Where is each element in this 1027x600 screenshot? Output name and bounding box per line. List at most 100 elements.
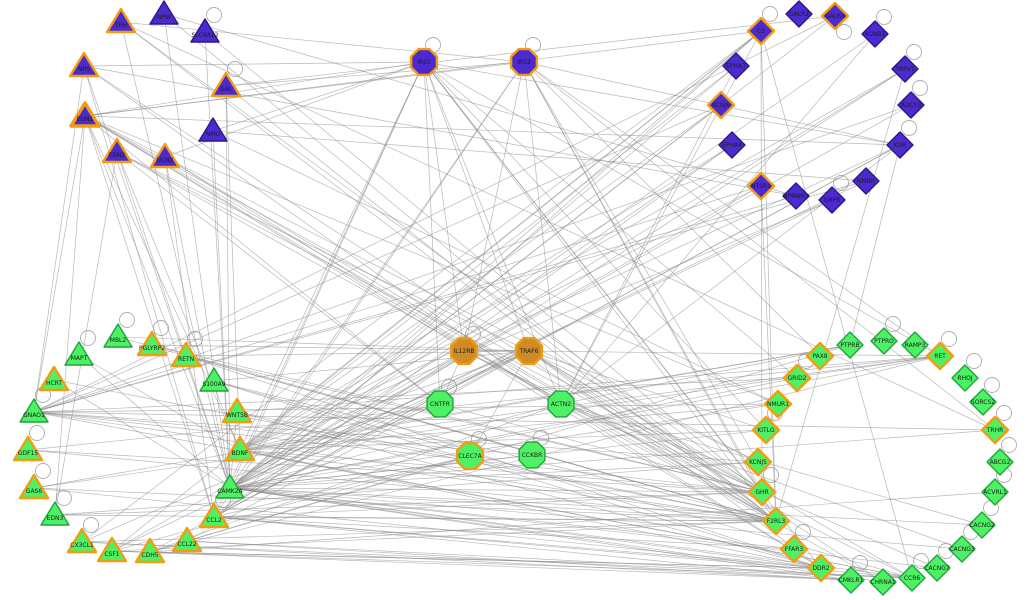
edge-NMU-NMUR1 (212, 130, 779, 405)
edge-TRPV1-F2RL3 (775, 68, 906, 522)
edge-EDN1-GNAO1 (33, 115, 86, 413)
edge-BDNF-NMUR1 (239, 403, 779, 451)
node-CCKBR[interactable]: CCKBR (518, 441, 546, 469)
edge-GDF15-GHR (27, 449, 763, 493)
node-CNTFR[interactable]: CNTFR (426, 390, 454, 418)
self-loop-PGLYRP2 (153, 320, 169, 336)
node-NPBWR1[interactable]: NPBWR1 (782, 182, 810, 210)
octagon-node-shape (455, 441, 485, 471)
edge-IRS1-IL12RB (423, 61, 465, 352)
edge-CDH5-PTPRB (149, 344, 851, 553)
diamond-node-shape (751, 415, 781, 445)
node-EDN2[interactable]: EDN2 (101, 137, 133, 164)
diamond-node-shape (836, 331, 864, 359)
self-loop-SLC6A12 (206, 7, 222, 23)
node-CCL22[interactable]: CCL22 (171, 526, 203, 553)
self-loop-MAPT (80, 330, 96, 346)
edge-ACTN2-CACNG3 (560, 403, 963, 550)
diamond-node-shape (782, 363, 812, 393)
edge-HCRT-F2RL3 (53, 379, 777, 522)
triangle-node-shape (198, 502, 230, 529)
node-TRH[interactable]: TRH (105, 7, 137, 34)
triangle-node-shape (210, 71, 242, 98)
diamond-node-shape (923, 554, 951, 582)
edge-CAMK2A-KCNJ5 (229, 461, 759, 489)
edge-TRAF6-KITLG (528, 350, 767, 431)
edge-BDNF-DDR2 (239, 449, 822, 569)
self-loop-CCR6 (913, 553, 929, 569)
edge-IRS1-CNTFR (423, 61, 441, 405)
edge-CAMK2A-TRHR (229, 429, 996, 489)
octagon-node-shape (518, 441, 546, 469)
self-loop-GALR3 (836, 24, 852, 40)
node-CDH5[interactable]: CDH5 (134, 537, 166, 564)
diamond-node-shape (968, 511, 996, 539)
edge-TRAF6-CHRNA1 (528, 350, 884, 583)
self-loop-KCNB1 (876, 9, 892, 25)
node-IL12RB[interactable]: IL12RB (449, 336, 479, 366)
edge-CCKBR-GNAO1 (33, 411, 533, 456)
triangle-node-shape (149, 0, 179, 25)
diamond-node-shape (706, 90, 736, 120)
octagon-node-shape (509, 47, 539, 77)
edge-IRS2-F2RL3 (523, 61, 777, 522)
edge-TRH-F2RL3 (120, 21, 777, 522)
node-UCN2[interactable]: UCN2 (149, 142, 181, 169)
edge-EDN1-CCL2 (84, 115, 215, 518)
edge-EDN2-CNTFR (116, 151, 441, 405)
edge-CAMK2A-CHRNA1 (229, 487, 884, 583)
edge-CCL2-CCR6 (213, 516, 913, 579)
diamond-node-shape (782, 182, 810, 210)
edge-EDN1-KCNJ5 (84, 115, 759, 463)
self-loop-GDF15 (29, 425, 45, 441)
node-EPHA4[interactable]: EPHA4 (718, 131, 746, 159)
diamond-node-shape (785, 0, 813, 28)
node-NPW[interactable]: NPW (149, 0, 179, 25)
node-IRS2[interactable]: IRS2 (509, 47, 539, 77)
edge-GNAO1-TRHR (33, 411, 996, 431)
node-GALR3[interactable]: GALR3 (820, 1, 850, 31)
edge-MAPT-CAMK2A (78, 354, 231, 489)
self-loop-SORCS2 (984, 377, 1000, 393)
edge-MAPT-BDNF (78, 354, 241, 451)
node-RAMP3[interactable]: RAMP3 (901, 331, 929, 359)
edge-EDN2-GHR (116, 151, 763, 493)
node-NMBR[interactable]: NMBR (852, 167, 880, 195)
node-TRAF6[interactable]: TRAF6 (514, 336, 544, 366)
diamond-node-shape (779, 534, 809, 564)
node-GALR2[interactable]: GALR2 (785, 0, 813, 28)
node-KCNJ6[interactable]: KCNJ6 (706, 90, 736, 120)
edge-TRH-GHR (120, 21, 763, 493)
diamond-node-shape (820, 1, 850, 31)
node-NMU[interactable]: NMU (198, 117, 228, 142)
octagon-node-shape (514, 336, 544, 366)
triangle-node-shape (101, 137, 133, 164)
edge-KCNJ6-GNAO1 (33, 104, 722, 413)
node-ACTN2[interactable]: ACTN2 (547, 390, 575, 418)
triangle-node-shape (69, 101, 101, 128)
edge-GAS6-F2RL3 (33, 487, 777, 522)
self-loop-ABCG2 (1001, 437, 1017, 453)
node-NMUR1[interactable]: NMUR1 (763, 389, 793, 419)
edge-CCL2-GHR (213, 491, 763, 518)
diamond-node-shape (897, 91, 925, 119)
edge-IRS1-DDR2 (423, 61, 822, 569)
node-NPS[interactable]: NPS (68, 51, 100, 78)
diamond-node-shape (981, 478, 1009, 506)
edge-GALR3-GNAO1 (33, 15, 836, 413)
triangle-node-shape (215, 474, 245, 499)
node-HCRT[interactable]: HCRT (38, 365, 70, 392)
edge-EDN1-EDN3 (54, 115, 86, 516)
triangle-node-shape (96, 536, 128, 563)
diamond-node-shape (948, 535, 976, 563)
node-NTSR1[interactable]: NTSR1 (746, 171, 776, 201)
node-IRS1[interactable]: IRS1 (409, 47, 439, 77)
node-F2RL3[interactable]: F2RL3 (761, 506, 791, 536)
node-PTPRB[interactable]: PTPRB (836, 331, 864, 359)
edge-SLC6A12-CAMK2A (204, 31, 231, 489)
edge-HCRT-CAMK2A (53, 379, 231, 489)
edge-S100A9-DDR2 (213, 380, 822, 569)
edge-CAMK2A-CCR6 (229, 487, 913, 579)
node-CLEC7A[interactable]: CLEC7A (455, 441, 485, 471)
